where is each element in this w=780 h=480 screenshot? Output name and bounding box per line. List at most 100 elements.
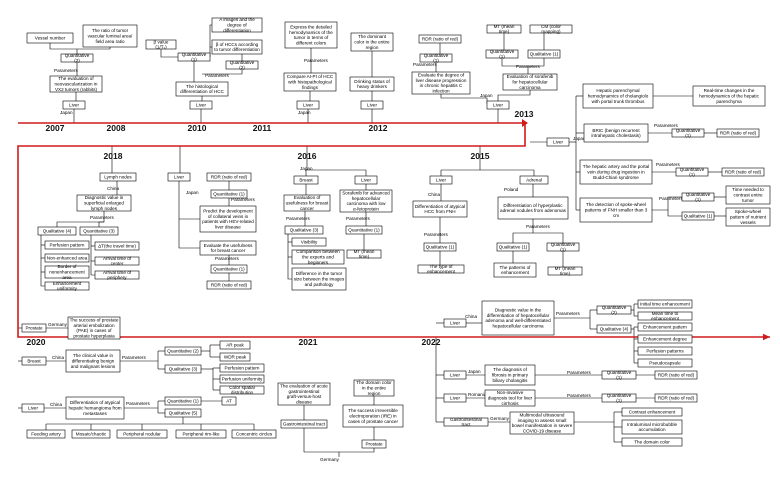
node-breast2020: Breast [21, 356, 47, 366]
year-label-2010: 2010 [188, 123, 207, 133]
node-text: RDR (ratio of red) [658, 373, 695, 378]
edge-label-parameters: Parameters [215, 256, 239, 261]
node-perf-uniformity: Perfusion uniformity [219, 374, 265, 384]
year-label-2008: 2008 [107, 123, 126, 133]
node-text: RDR (ratio of red) [725, 170, 762, 175]
node-text: Quantitative (2) [167, 349, 199, 354]
node-text: Qualitative (1) [426, 245, 455, 250]
node-text: Pseudocapsule [649, 361, 681, 366]
edge-label-parameters: Parameters [516, 64, 540, 69]
node-perf-pattern2020: Perfusion pattern [219, 363, 265, 373]
node-enh-pattern: Enhancement pattern [637, 322, 693, 332]
edge-label-parameters: Parameters [659, 196, 683, 201]
node-liver2018: Liver [167, 172, 191, 182]
node-text: Vessel number [35, 36, 66, 41]
edge-label-poland: Poland [504, 187, 519, 192]
node-text: Liver [361, 178, 371, 183]
node-enh-degree: Enhancement degree [637, 334, 693, 344]
year-label-2011: 2011 [253, 123, 272, 133]
year-label-2018: 2018 [104, 151, 123, 161]
node-q2022b: Qualitative (4) [596, 324, 632, 334]
node-rdr2018b: RDR (ratio of red) [206, 280, 252, 290]
node-q2013b: Quantitative(1) [675, 167, 709, 177]
node-q2008b: Quantitative(2) [225, 60, 259, 70]
edge-label-china: China [428, 192, 440, 197]
node-liver2015: Liver [429, 175, 453, 185]
node-perfusion2018: Perfusion pattern [44, 240, 90, 250]
year-label-2020: 2020 [27, 337, 46, 347]
node-rdr2013a: RDR (ratio of red) [716, 128, 760, 138]
edge-label-germany: Germany [320, 457, 340, 462]
node-text: Perfusion patterns [646, 349, 684, 354]
node-rdr2022b: RDR (ratio of red) [654, 393, 698, 403]
edge-label-japan: Japan [186, 190, 199, 195]
edge-label-parameters: Parameters [556, 311, 580, 316]
edge-labels: ParametersJapanParametersParametersJapan… [48, 58, 683, 462]
edge-label-parameters: Parameters [54, 68, 78, 73]
node-text: Quantitative(2) [602, 305, 627, 315]
edge-label-parameters: Parameters [231, 197, 255, 202]
edge-label-parameters: Parameters [205, 73, 229, 78]
node-liver2022b: Liver [443, 370, 467, 380]
node-text: Enhancement pattern [643, 325, 687, 330]
node-text: RDR (ratio of red) [211, 175, 248, 180]
node-text: RDR (ratio of red) [211, 283, 248, 288]
node-text: Gastrointestinal tract [283, 422, 326, 427]
node-q2012c: Qualitative (1) [527, 49, 561, 59]
node-text: Breast [27, 359, 41, 364]
node-text: Qualitative (1) [499, 245, 528, 250]
node-liver2016a: Liver [354, 175, 378, 185]
edge-label-parameters: Parameters [126, 401, 150, 406]
edge-label-parameters: Parameters [346, 216, 370, 221]
node-text: Liver [450, 373, 460, 378]
node-text: Feeding artery [31, 432, 61, 437]
node-gi2021: Gastrointestinal tract [280, 419, 328, 429]
node-beta: β value(1/T₁) [145, 39, 177, 50]
node-text: Qualitative (5) [169, 411, 198, 416]
edge-label-china: China [50, 402, 62, 407]
edge-label-parameters: Parameters [304, 58, 328, 63]
node-text: Qualitative (3) [169, 367, 198, 372]
node-q2020d: Qualitative (5) [164, 408, 202, 418]
